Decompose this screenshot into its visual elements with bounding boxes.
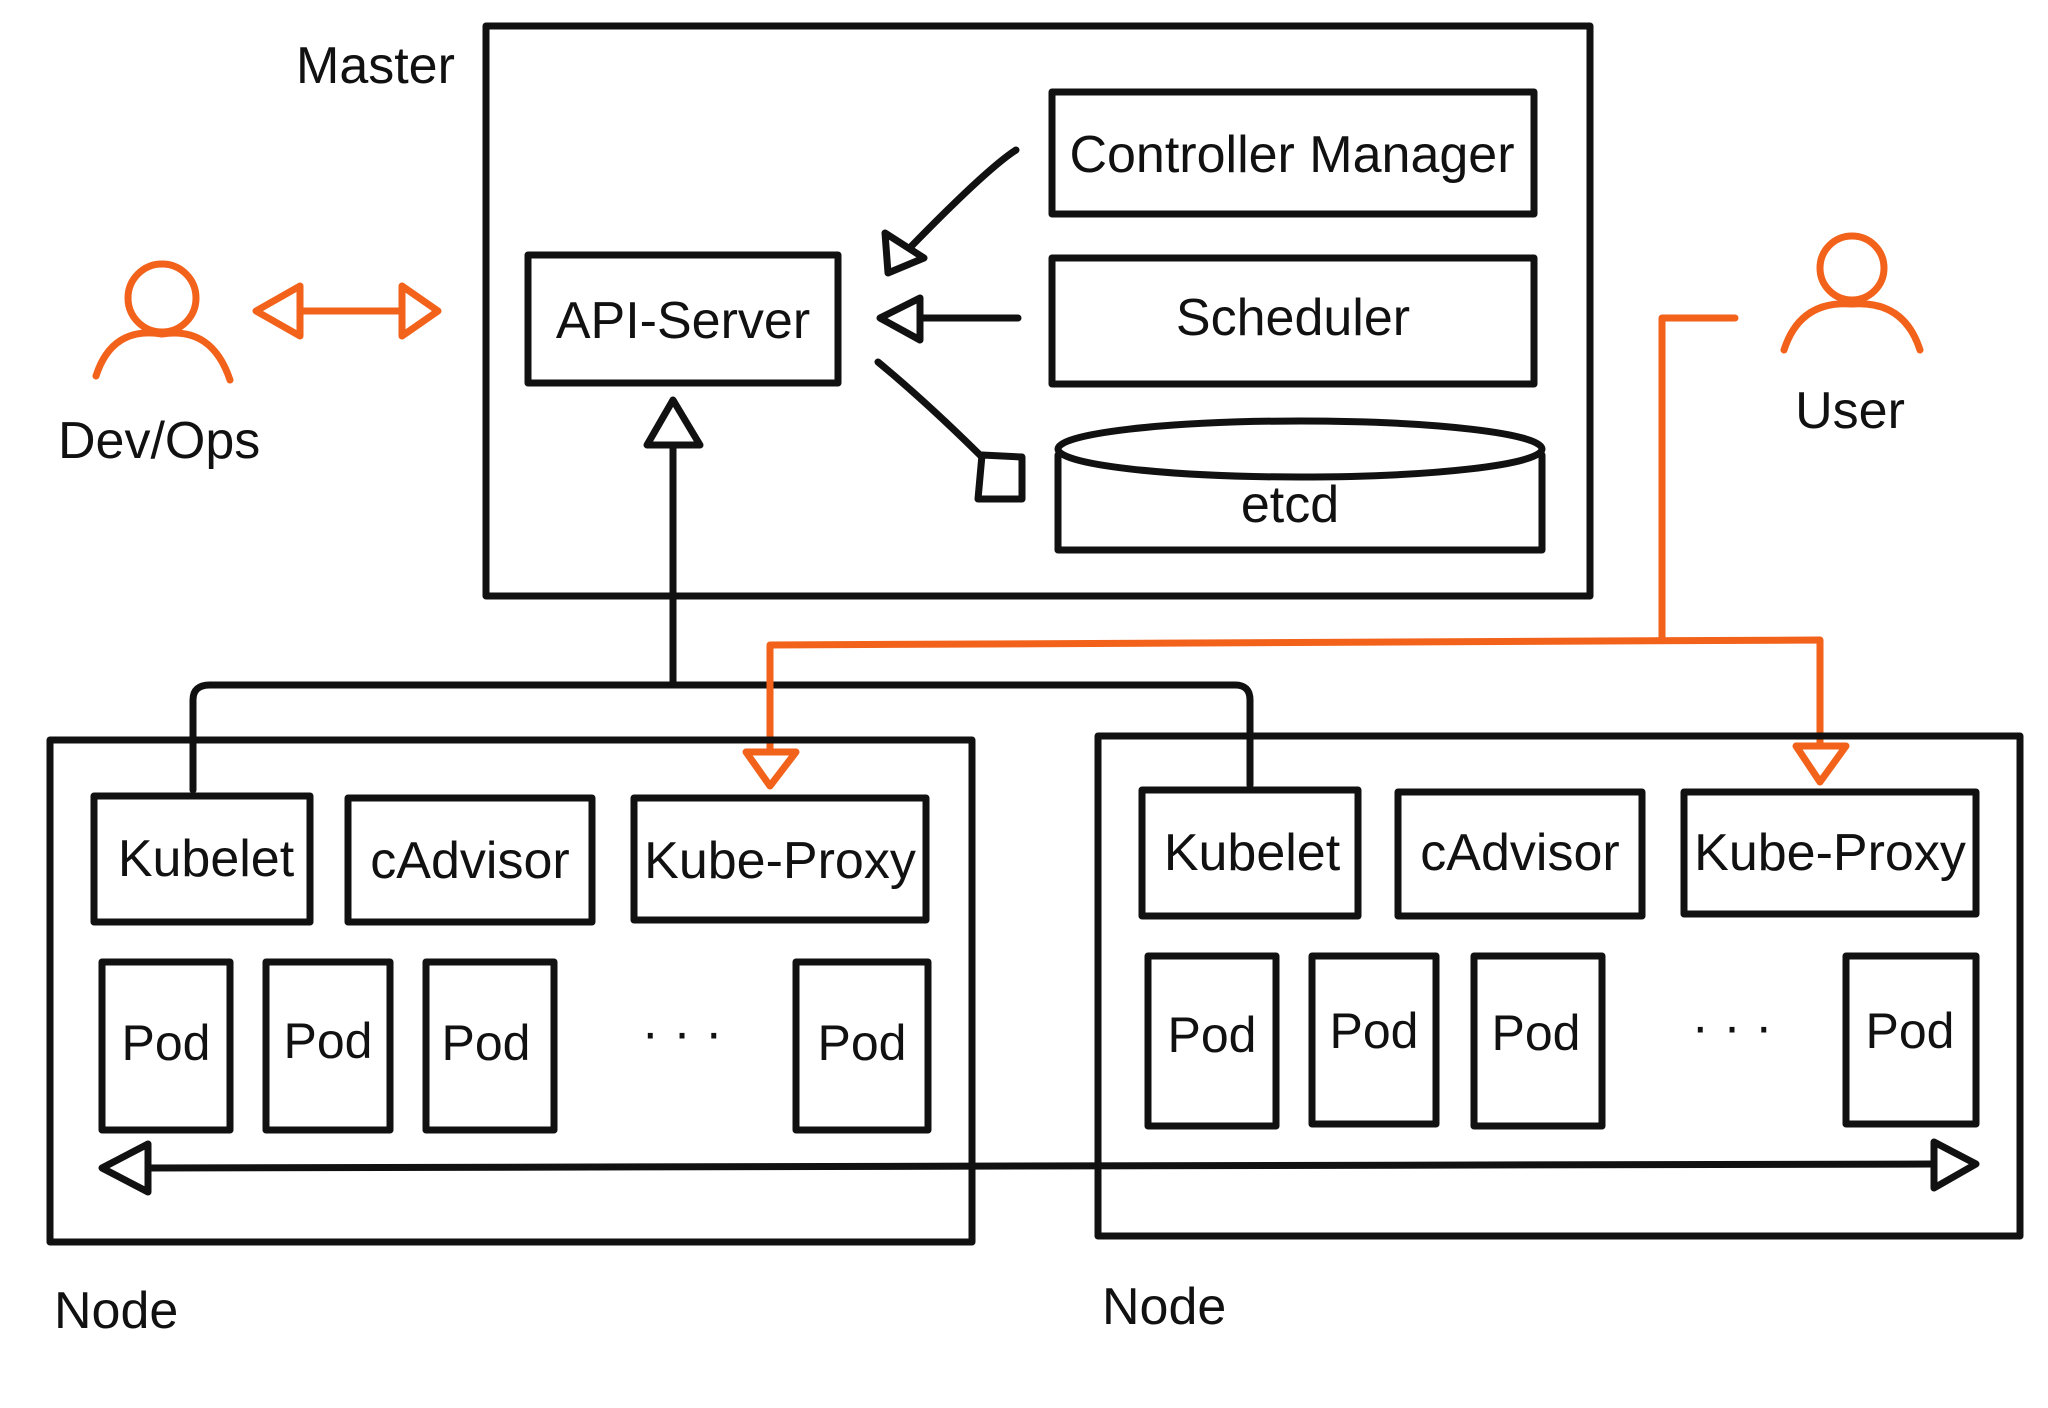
cadvisor-box [344, 794, 596, 926]
kube-proxy[interactable]: Kube-Proxy [630, 794, 930, 924]
pod-label: Pod [1330, 1003, 1419, 1059]
pod-ellipsis: · · · [642, 1004, 723, 1062]
pod-box [1308, 952, 1440, 1128]
node-1: Node Kubelet cAdvisor Kube-Proxy Pod Pod… [46, 736, 976, 1340]
node-label: Node [1102, 1278, 1226, 1336]
kubelet[interactable]: Kubelet [90, 792, 314, 926]
dev-ops-label: Dev/Ops [58, 412, 260, 470]
api-to-etcd-arrow [874, 358, 1026, 503]
master-box [482, 22, 1594, 600]
kubelet-box [1138, 786, 1362, 920]
pod-box [98, 958, 234, 1134]
pod-label: Pod [818, 1015, 907, 1071]
pod-box [1144, 952, 1280, 1130]
kube-proxy[interactable]: Kube-Proxy [1680, 788, 1980, 918]
master-label: Master [296, 37, 455, 95]
pod[interactable]: Pod [262, 958, 394, 1134]
pod[interactable]: Pod [792, 958, 932, 1134]
cadvisor-box [1394, 788, 1646, 920]
user-actor: User [1780, 232, 1924, 440]
cadvisor-label: cAdvisor [1420, 824, 1619, 882]
scheduler-label: Scheduler [1176, 289, 1410, 347]
pod[interactable]: Pod [1144, 952, 1280, 1130]
controller-manager-box [1048, 88, 1538, 218]
pod-box [792, 958, 932, 1134]
etcd-cylinder-top [1054, 417, 1546, 481]
pod-label: Pod [122, 1015, 211, 1071]
person-icon [92, 260, 234, 384]
kube-proxy-label: Kube-Proxy [644, 832, 916, 890]
scheduler[interactable]: Scheduler [1048, 254, 1538, 388]
pod-label: Pod [442, 1015, 531, 1071]
pod[interactable]: Pod [98, 958, 234, 1134]
cadvisor[interactable]: cAdvisor [344, 794, 596, 926]
pod-label: Pod [284, 1013, 373, 1069]
pod-box [1842, 952, 1980, 1128]
node-box [1094, 732, 2024, 1240]
kube-proxy-box [630, 794, 930, 924]
kubelet[interactable]: Kubelet [1138, 786, 1362, 920]
pod-label: Pod [1866, 1003, 1955, 1059]
node-2: Node Kubelet cAdvisor Kube-Proxy Pod Pod… [1094, 732, 2024, 1336]
kube-proxy-label: Kube-Proxy [1694, 824, 1966, 882]
node-label: Node [54, 1282, 178, 1340]
kubelet-label: Kubelet [1164, 824, 1341, 882]
api-server-box [524, 251, 842, 387]
pod-box [422, 958, 558, 1134]
cadvisor[interactable]: cAdvisor [1394, 788, 1646, 920]
api-server-label: API-Server [556, 292, 810, 350]
kubelet-box [90, 792, 314, 926]
pod-network-arrow [98, 1138, 1980, 1196]
controller-manager-label: Controller Manager [1069, 126, 1514, 184]
cadvisor-label: cAdvisor [370, 832, 569, 890]
pod[interactable]: Pod [1470, 952, 1606, 1130]
pod-box [262, 958, 394, 1134]
pod[interactable]: Pod [1308, 952, 1440, 1128]
scheduler-to-api-arrow [876, 294, 1022, 344]
pod-label: Pod [1168, 1007, 1257, 1063]
controller-manager[interactable]: Controller Manager [1048, 88, 1538, 218]
kubelet-label: Kubelet [118, 830, 295, 888]
etcd[interactable]: etcd [1054, 417, 1546, 554]
dev-ops-actor: Dev/Ops [58, 260, 442, 470]
scheduler-box [1048, 254, 1538, 388]
pod[interactable]: Pod [1842, 952, 1980, 1128]
kubelet-to-api-links [189, 396, 1254, 794]
pod[interactable]: Pod [422, 958, 558, 1134]
master-group: Master API-Server Controller Manager Sch… [296, 22, 1594, 600]
api-server[interactable]: API-Server [524, 251, 842, 387]
user-to-kube-proxy-links [742, 314, 1850, 790]
pod-box [1470, 952, 1606, 1130]
node-box [46, 736, 976, 1246]
pod-ellipsis: · · · [1692, 998, 1773, 1056]
user-label: User [1795, 382, 1905, 440]
controller-to-api-arrow [881, 146, 1020, 277]
etcd-cylinder [1054, 451, 1546, 554]
etcd-label: etcd [1241, 476, 1339, 534]
dev-ops-api-arrow [252, 282, 442, 340]
kube-proxy-box [1680, 788, 1980, 918]
person-icon [1780, 232, 1924, 354]
pod-label: Pod [1492, 1005, 1581, 1061]
